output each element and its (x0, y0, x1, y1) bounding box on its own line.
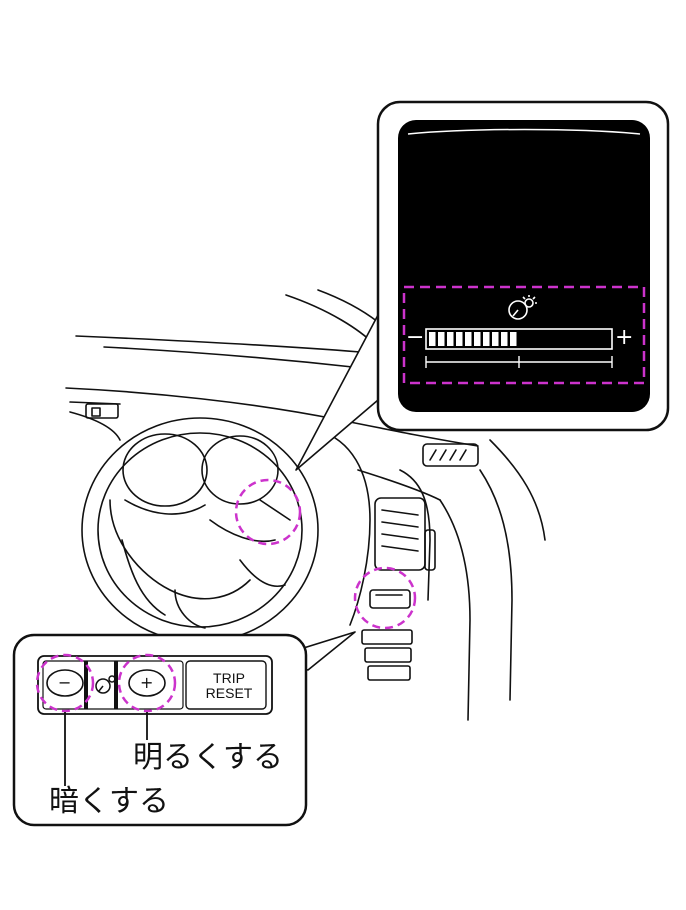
gauge-segment (438, 332, 445, 346)
gauge-plus-symbol: + (615, 325, 634, 350)
dash-line (285, 294, 376, 346)
gauge-segment (483, 332, 490, 346)
gauge-segment (456, 332, 463, 346)
brightness-gauge-highlight (402, 285, 646, 385)
dim-button (46, 669, 84, 697)
trip-reset-label-line1: TRIP (213, 670, 245, 686)
highlight-dim (35, 653, 95, 713)
highlight-brighten (117, 653, 177, 713)
brighter-label: 明るくする (133, 740, 283, 775)
steering-wheel (81, 417, 319, 643)
brighten-button-symbol[interactable]: + (140, 673, 154, 692)
dash-line (103, 346, 363, 369)
dial-light-icon (508, 295, 537, 320)
gauge-minus-symbol: − (406, 325, 425, 350)
gauge-segment (501, 332, 508, 346)
gauge-segment (429, 332, 436, 346)
darker-label: 暗くする (49, 784, 169, 819)
dash-line (317, 289, 379, 323)
highlight-cluster (234, 478, 302, 546)
brightness-gauge-frame (425, 328, 613, 350)
left-vent (85, 403, 119, 419)
gauge-segment (474, 332, 481, 346)
gauge-segment (465, 332, 472, 346)
gauge-segment (492, 332, 499, 346)
dash-line (65, 387, 479, 447)
gauge-segment (510, 332, 517, 346)
display-screen (398, 120, 650, 412)
defrost-vent (422, 443, 479, 467)
highlight-switch (353, 566, 417, 630)
brighten-button (128, 669, 166, 697)
dim-button-symbol[interactable]: − (58, 673, 72, 692)
dash-line (75, 335, 361, 353)
gauge-segment (447, 332, 454, 346)
gauge-cluster-right (201, 435, 279, 505)
trip-reset-label-line2: RESET (205, 685, 253, 701)
gauge-cluster-left (122, 433, 208, 507)
dial-light-icon-switch (95, 675, 116, 694)
brightness-gauge-segments (429, 332, 517, 346)
dash-line (69, 411, 121, 441)
